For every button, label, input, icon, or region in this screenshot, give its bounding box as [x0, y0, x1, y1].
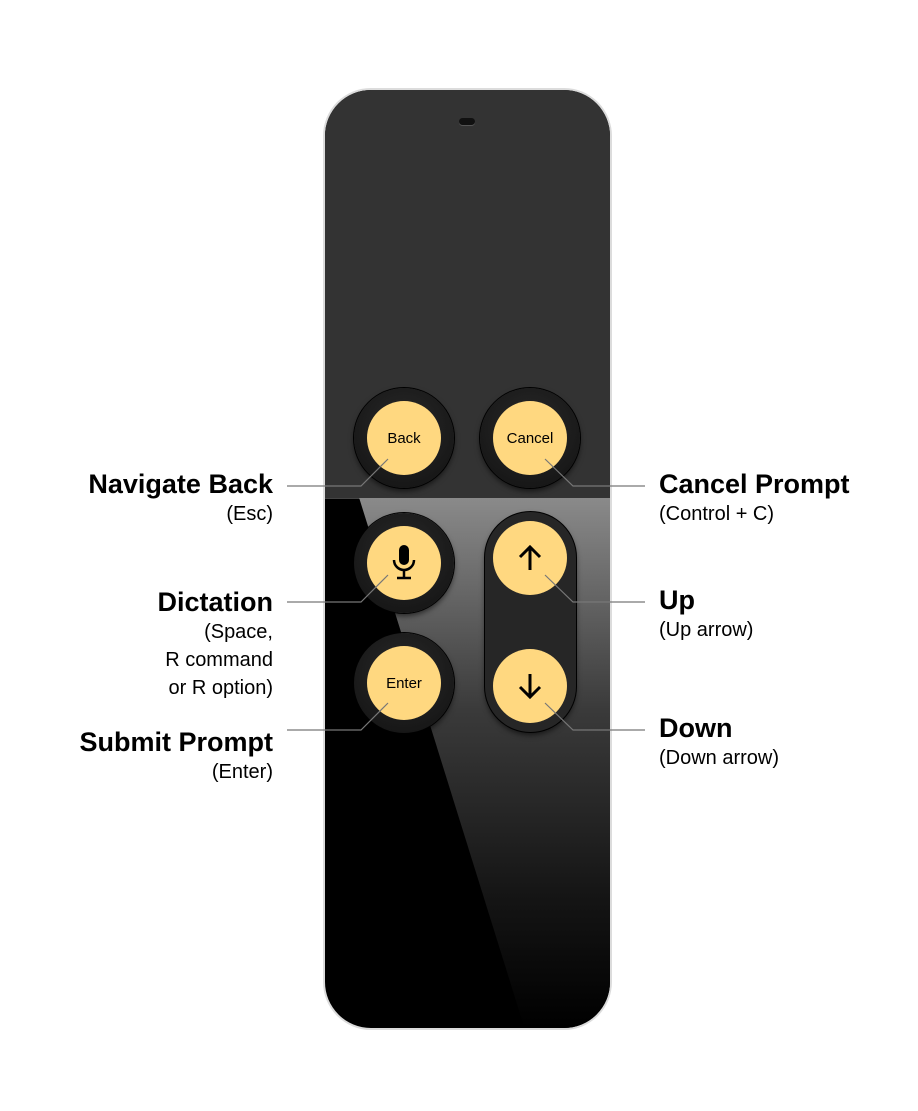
label-title: Down: [659, 713, 733, 743]
label-down: Down (Down arrow): [659, 712, 779, 772]
enter-button[interactable]: Enter: [354, 633, 454, 733]
label-sub: or R option): [168, 677, 274, 699]
enter-button-label: Enter: [367, 646, 441, 720]
label-sub: (Enter): [211, 761, 273, 783]
label-title: Submit Prompt: [79, 727, 274, 757]
microphone-icon: [392, 545, 416, 580]
remote-control: Back Cancel Enter: [325, 90, 610, 1028]
label-title: Navigate Back: [88, 469, 273, 499]
back-button[interactable]: Back: [354, 388, 454, 488]
label-navigate-back: Navigate Back (Esc): [88, 468, 273, 528]
label-sub: (Control + C): [659, 503, 775, 525]
label-cancel-prompt: Cancel Prompt (Control + C): [659, 468, 850, 528]
cancel-button[interactable]: Cancel: [480, 388, 580, 488]
label-sub: (Space,: [204, 621, 273, 643]
label-sub: R command: [165, 649, 273, 671]
label-sub: (Down arrow): [659, 747, 780, 769]
navigation-rocker: [485, 512, 576, 732]
label-dictation: Dictation (Space, R command or R option): [157, 586, 273, 702]
back-button-label: Back: [367, 401, 441, 475]
cancel-button-label: Cancel: [493, 401, 567, 475]
dictation-button[interactable]: [354, 513, 454, 613]
microphone-hole: [459, 118, 475, 125]
label-title: Cancel Prompt: [659, 469, 850, 499]
label-submit-prompt: Submit Prompt (Enter): [80, 726, 274, 786]
label-title: Up: [659, 585, 695, 615]
label-sub: (Esc): [226, 503, 273, 525]
arrow-down-icon: [518, 674, 542, 700]
label-title: Dictation: [157, 587, 273, 617]
label-sub: (Up arrow): [659, 619, 754, 641]
label-up: Up (Up arrow): [659, 584, 753, 644]
up-button[interactable]: [493, 521, 567, 595]
down-button[interactable]: [493, 649, 567, 723]
arrow-up-icon: [518, 544, 542, 570]
